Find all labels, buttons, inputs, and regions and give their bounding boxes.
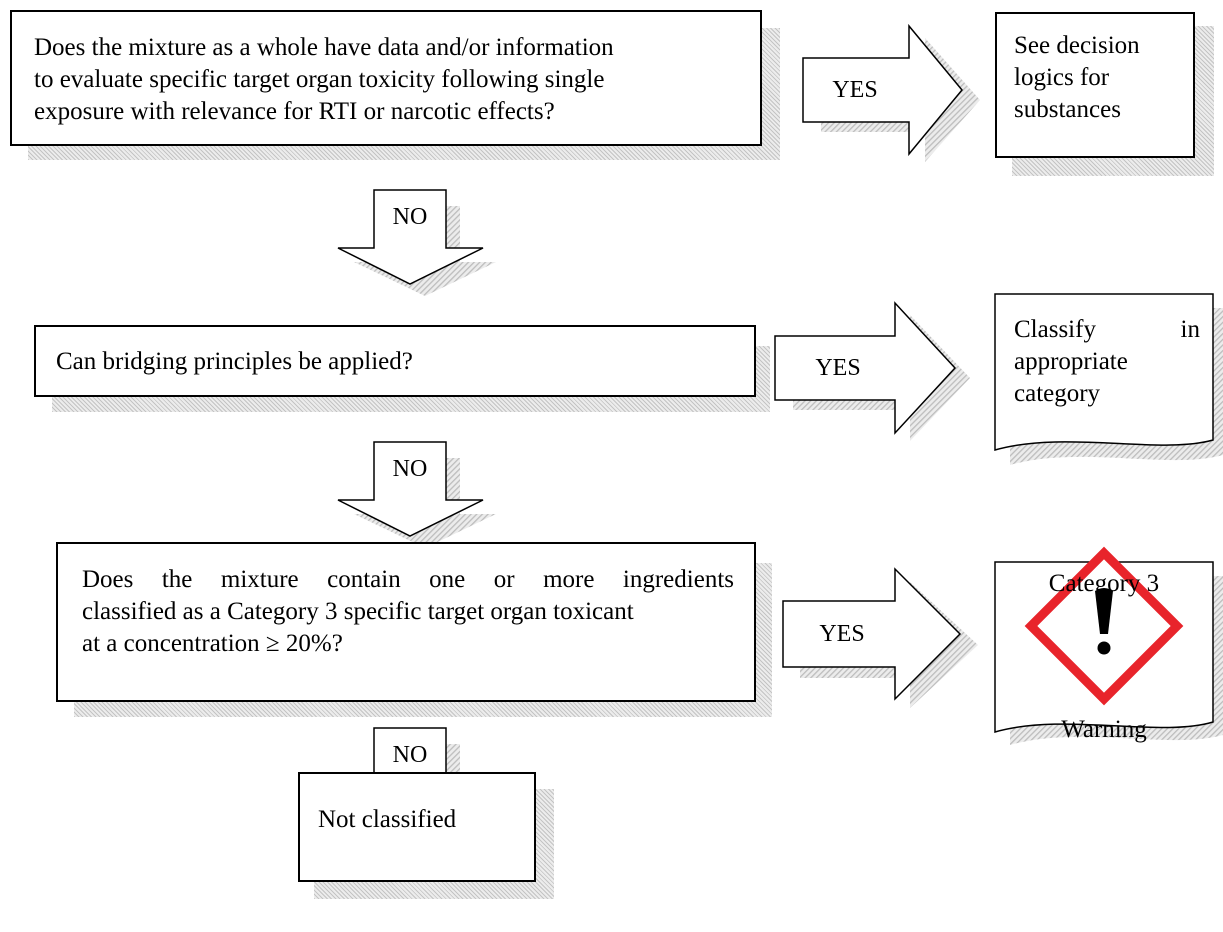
question-1-line-3: exposure with relevance for RTI or narco…: [34, 98, 555, 125]
question-3-line-3: at a concentration ≥ 20%?: [82, 630, 343, 657]
yes-label-1: YES: [832, 77, 878, 103]
question-1-line-1: Does the mixture as a whole have data an…: [34, 34, 614, 61]
yes-arrow-1: [802, 23, 980, 162]
yes-arrow-3: [782, 567, 978, 708]
result-3-category: Category 3: [1048, 570, 1160, 597]
question-3-line-1: Does the mixture contain one or more ing…: [82, 566, 734, 593]
yes-arrow-2: [774, 301, 970, 441]
result-1-line-3: substances: [1014, 96, 1121, 123]
not-classified-text: Not classified: [318, 806, 457, 833]
question-1-line-2: to evaluate specific target organ toxici…: [34, 66, 605, 93]
no-arrow-1: [337, 189, 496, 296]
question-2-text: Can bridging principles be applied?: [56, 348, 413, 375]
question-3-box: [56, 542, 756, 702]
result-3-signal-word: Warning: [1061, 716, 1147, 743]
result-2-line-3: category: [1014, 380, 1101, 407]
yes-label-2: YES: [815, 355, 861, 381]
question-3-line-2: classified as a Category 3 specific targ…: [82, 598, 634, 625]
exclamation-mark-hazard-icon: [1024, 546, 1184, 706]
question-2-box: [34, 325, 756, 397]
result-1-line-2: logics for: [1014, 64, 1110, 91]
no-label-1: NO: [392, 204, 428, 230]
not-classified-box: [298, 772, 536, 882]
no-arrow-2: [337, 441, 496, 548]
result-1-box: [995, 12, 1195, 158]
result-2-line-1: Classify in: [1014, 316, 1200, 343]
result-2-line-2: appropriate: [1014, 348, 1128, 375]
no-label-2: NO: [392, 456, 428, 482]
yes-label-3: YES: [819, 621, 865, 647]
no-label-3: NO: [392, 742, 428, 768]
question-1-box: [10, 10, 762, 146]
result-1-line-1: See decision: [1014, 32, 1140, 59]
result-2-document: [994, 293, 1223, 465]
